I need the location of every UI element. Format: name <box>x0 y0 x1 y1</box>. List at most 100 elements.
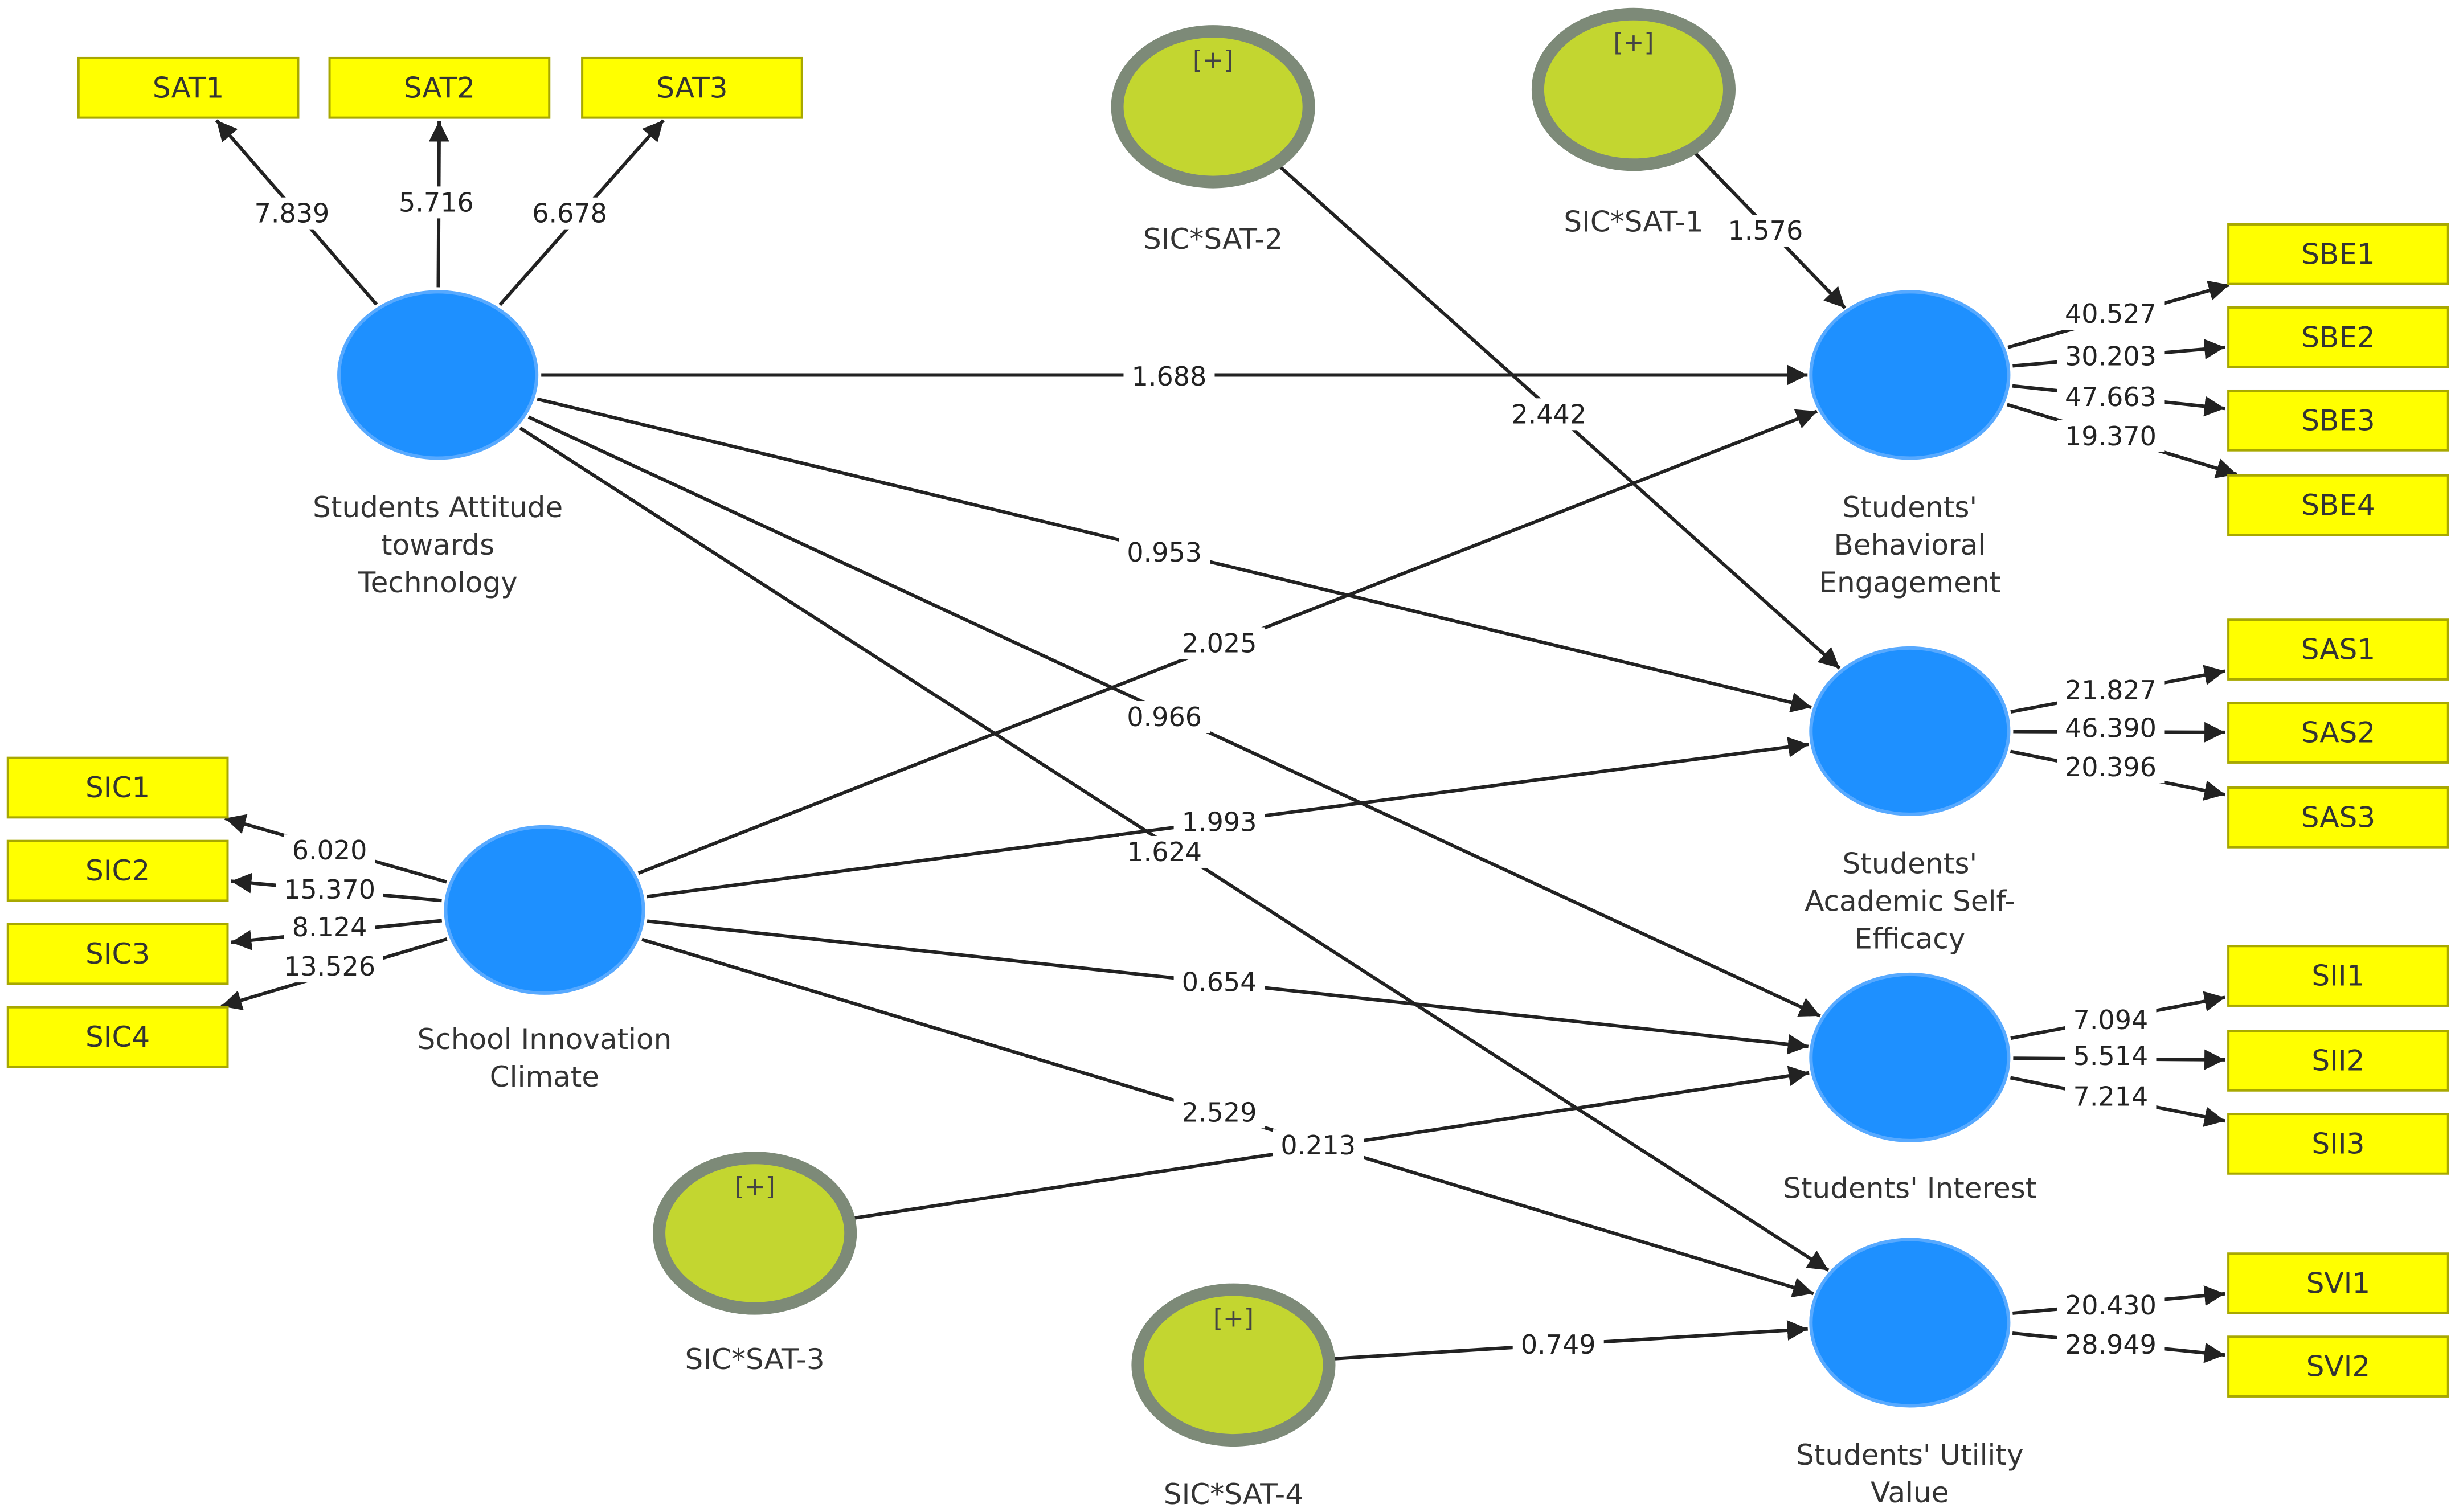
svg-text:19.370: 19.370 <box>2065 421 2157 452</box>
svg-text:0.749: 0.749 <box>1521 1329 1596 1360</box>
svg-text:2.442: 2.442 <box>1511 399 1586 429</box>
loading-svi-svi1-coefficient: 20.430 <box>2057 1289 2165 1322</box>
moderator-label: SIC*SAT-1 <box>1564 205 1703 238</box>
moderator-m2[interactable]: [+]SIC*SAT-2 <box>1111 25 1315 256</box>
svg-text:2.529: 2.529 <box>1182 1097 1257 1128</box>
indicator-label: SVI2 <box>2306 1350 2371 1383</box>
expand-icon[interactable]: [+] <box>735 1172 775 1201</box>
indicator-sas2[interactable]: SAS2 <box>2227 702 2449 764</box>
path-m2-to-sas-coefficient: 2.442 <box>1503 398 1595 431</box>
moderator-m4[interactable]: [+] SIC*SAT-4 <box>1131 1283 1336 1511</box>
indicator-label: SII1 <box>2311 960 2364 993</box>
indicator-label: SIC4 <box>85 1021 150 1054</box>
construct-label: Technology <box>358 566 518 599</box>
loading-sii-sii2-coefficient: 5.514 <box>2065 1040 2157 1072</box>
indicator-sas1[interactable]: SAS1 <box>2227 618 2449 681</box>
moderator-label: SIC*SAT-4 <box>1164 1478 1303 1511</box>
indicator-label: SAT2 <box>404 71 475 104</box>
path-sat-to-sas-coefficient: 0.953 <box>1119 536 1210 568</box>
loading-sbe-sbe1-coefficient: 40.527 <box>2057 298 2165 330</box>
indicator-label: SBE1 <box>2301 237 2375 271</box>
construct-label: School Innovation <box>418 1023 672 1056</box>
indicator-label: SII2 <box>2311 1044 2364 1077</box>
indicator-label: SAS1 <box>2301 633 2375 666</box>
expand-icon[interactable]: [+] <box>1213 1304 1254 1333</box>
path-sat-to-svi-coefficient: 1.624 <box>1119 835 1210 868</box>
svg-text:2.025: 2.025 <box>1182 628 1257 659</box>
loading-sbe-sbe2-coefficient: 30.203 <box>2057 340 2165 372</box>
svg-text:20.430: 20.430 <box>2065 1290 2157 1321</box>
indicator-label: SIC2 <box>85 854 150 887</box>
construct-label: Students Attitude <box>313 491 563 524</box>
loading-sat-sat1-coefficient: 7.839 <box>246 197 338 230</box>
indicator-label: SBE3 <box>2301 404 2375 437</box>
loading-sii-sii3-coefficient: 7.214 <box>2065 1080 2157 1113</box>
indicator-sat3[interactable]: SAT3 <box>581 56 803 119</box>
indicator-sas3[interactable]: SAS3 <box>2227 786 2449 849</box>
loading-sbe-sbe3-coefficient: 47.663 <box>2057 381 2165 413</box>
svg-text:15.370: 15.370 <box>284 874 375 905</box>
construct-label: Students' <box>1843 847 1978 880</box>
indicator-label: SII3 <box>2311 1127 2364 1160</box>
indicator-sic1[interactable]: SIC1 <box>6 756 229 819</box>
svg-text:40.527: 40.527 <box>2065 298 2157 329</box>
indicator-sii3[interactable]: SII3 <box>2227 1113 2449 1175</box>
indicator-sic3[interactable]: SIC3 <box>6 923 229 985</box>
moderator-m3[interactable]: [+]SIC*SAT-3 <box>653 1152 857 1376</box>
construct-label: Students' Utility <box>1796 1439 2024 1472</box>
loading-sic-sic4-coefficient: 13.526 <box>276 950 383 983</box>
loading-sat-sat2-coefficient: 5.716 <box>390 186 482 219</box>
indicator-sbe3[interactable]: SBE3 <box>2227 389 2449 452</box>
loading-sii-sii1-coefficient: 7.094 <box>2065 1003 2157 1036</box>
indicator-sii1[interactable]: SII1 <box>2227 945 2449 1007</box>
svg-text:0.966: 0.966 <box>1127 702 1202 732</box>
svg-text:7.839: 7.839 <box>255 198 330 229</box>
expand-icon[interactable]: [+] <box>1193 46 1233 75</box>
svg-text:1.624: 1.624 <box>1127 837 1202 867</box>
svg-text:46.390: 46.390 <box>2065 712 2157 743</box>
construct-label: Engagement <box>1819 566 2000 599</box>
indicator-svi1[interactable]: SVI1 <box>2227 1252 2449 1314</box>
svg-text:30.203: 30.203 <box>2065 341 2157 371</box>
construct-label: Value <box>1871 1476 1949 1509</box>
loading-sic-sic3-coefficient: 8.124 <box>284 911 375 944</box>
indicator-sat2[interactable]: SAT2 <box>328 56 551 119</box>
indicator-sbe2[interactable]: SBE2 <box>2227 306 2449 368</box>
construct-label: Students' <box>1843 491 1978 524</box>
moderator-m1[interactable]: [+] SIC*SAT-1 <box>1531 7 1736 239</box>
indicator-sic2[interactable]: SIC2 <box>6 839 229 902</box>
construct-label: Climate <box>490 1060 599 1093</box>
indicator-sbe1[interactable]: SBE1 <box>2227 223 2449 285</box>
indicator-label: SAS3 <box>2301 801 2375 834</box>
loading-sat-sat3-coefficient: 6.678 <box>524 197 616 230</box>
svg-text:5.716: 5.716 <box>399 187 474 218</box>
svg-text:1.576: 1.576 <box>1728 215 1803 246</box>
path-sat-to-sbe-coefficient: 1.688 <box>1123 360 1215 393</box>
path-sic-to-svi-coefficient: 2.529 <box>1173 1096 1265 1129</box>
indicator-sic4[interactable]: SIC4 <box>6 1006 229 1068</box>
svg-text:28.949: 28.949 <box>2065 1329 2157 1360</box>
construct-label: Students' Interest <box>1783 1172 2036 1205</box>
expand-icon[interactable]: [+] <box>1613 28 1654 58</box>
indicator-sbe4[interactable]: SBE4 <box>2227 474 2449 536</box>
indicator-label: SVI1 <box>2306 1267 2371 1300</box>
construct-sii[interactable]: Students' Interest <box>1783 972 2036 1205</box>
path-sat-to-sii-coefficient: 0.966 <box>1119 701 1210 734</box>
indicator-sii2[interactable]: SII2 <box>2227 1030 2449 1092</box>
svg-text:7.214: 7.214 <box>2073 1081 2149 1112</box>
indicator-label: SAS2 <box>2301 716 2375 749</box>
loading-sas-sas3-coefficient: 20.396 <box>2057 751 2165 784</box>
indicator-svi2[interactable]: SVI2 <box>2227 1335 2449 1398</box>
indicator-sat1[interactable]: SAT1 <box>77 56 300 119</box>
path-sic-to-sas-coefficient: 1.993 <box>1173 806 1265 838</box>
loading-sbe-sbe4-coefficient: 19.370 <box>2057 420 2165 452</box>
loading-sic-sic1-coefficient: 6.020 <box>284 834 375 867</box>
path-m4-to-svi-coefficient: 0.749 <box>1512 1329 1604 1361</box>
construct-sas[interactable]: Students'Academic Self-Efficacy <box>1805 646 2015 955</box>
construct-label: Academic Self- <box>1805 884 2015 917</box>
indicator-label: SIC3 <box>85 937 150 970</box>
